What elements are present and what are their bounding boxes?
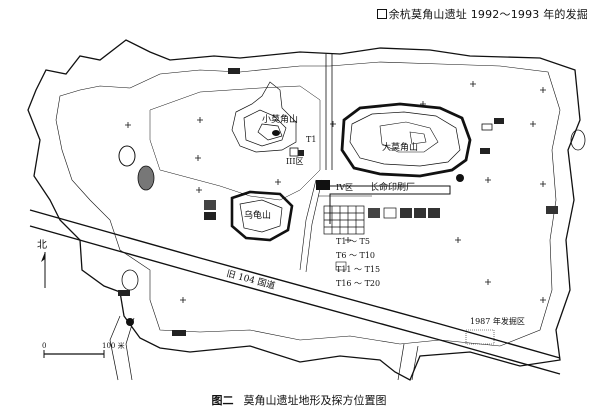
structure [494,118,504,124]
label-excav-1987: 1987 年发掘区 [470,316,525,326]
structure [172,330,186,336]
scale-end: 100 米 [102,341,125,350]
xiaomojiao-hill [231,81,297,153]
structure [126,318,134,326]
figure-number: 图二 [211,394,234,407]
structure [335,261,347,271]
mound [118,145,136,167]
structure [465,329,495,345]
trench-blocks [368,207,440,219]
header-title-text: 余杭莫角山遗址 1992～1993 年的发掘 [388,8,588,21]
wuguishan-hill [230,190,294,242]
survey-crosses [125,81,546,303]
figure-title: 莫角山遗址地形及探方位置图 [243,394,387,407]
scale-bar: 0 100 米 [42,341,125,358]
mound [137,165,155,191]
scale-start: 0 [42,342,46,350]
label-damojiao: 大莫角山 [382,141,418,153]
canal [325,54,333,170]
highway-104 [29,209,561,375]
trench-label: T1 ～ T5 [336,237,370,246]
path-line [299,179,323,273]
label-t1: T1 [306,135,316,144]
structure [481,123,493,131]
structure [456,174,464,182]
structure [204,200,216,210]
site-boundary [27,39,581,381]
header-box-icon [376,9,387,19]
label-area-iii: III区 [286,157,303,166]
trench-label: T11 ～ T15 [336,265,380,274]
structure [546,206,558,214]
structure [289,147,299,157]
map-header-title: 余杭莫角山遗址 1992～1993 年的发掘 [376,6,588,22]
north-arrow: 北 [37,239,47,288]
north-arrow-icon [41,252,45,262]
mound [121,269,139,291]
structure [480,148,490,154]
structure [228,68,240,74]
label-changming: 长命印刷厂 [370,181,415,193]
label-area-iv: IV区 [336,183,353,192]
trench-label: T16 ～ T20 [336,279,380,288]
label-xiaomojiao: 小莫角山 [262,113,298,125]
factory-area [316,180,451,224]
north-label: 北 [37,239,47,251]
river-bottom [109,315,135,381]
damojiao-hill [340,102,472,178]
structure [298,150,304,156]
river-bottom [397,343,419,381]
mound [570,129,586,151]
label-wuguishan: 乌龟山 [244,209,271,221]
trench-label: T6 ～ T10 [336,251,375,260]
structure [204,212,216,220]
figure-caption: 图二莫角山遗址地形及探方位置图 [0,392,598,408]
structure [118,290,130,296]
trench-grid [323,205,365,235]
